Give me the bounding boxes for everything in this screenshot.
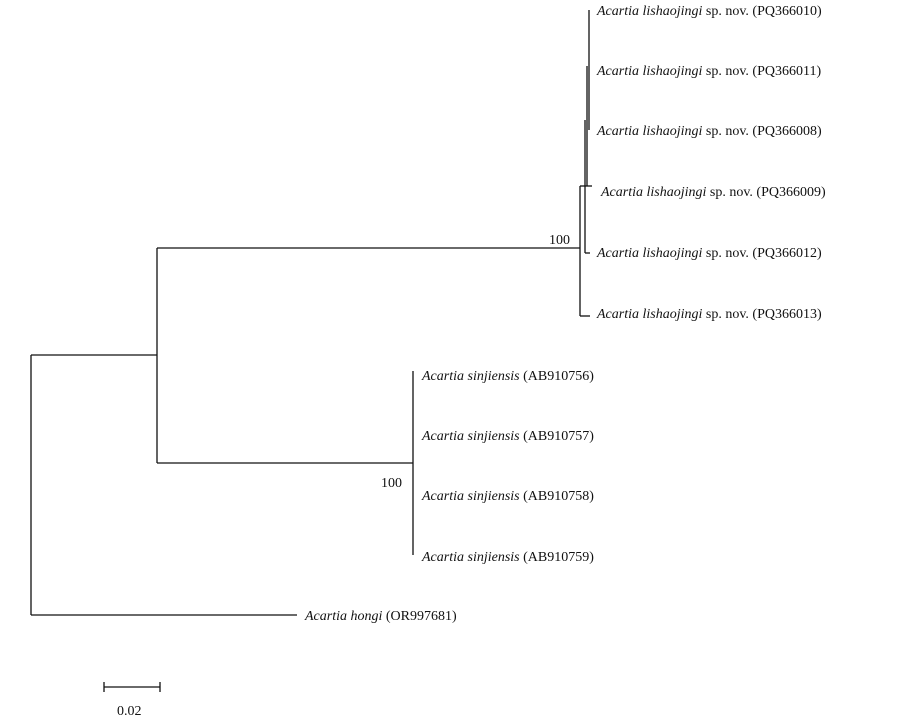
taxon-label: Acartia sinjiensis (AB910759) (422, 550, 594, 565)
scale-bar-label: 0.02 (117, 704, 142, 719)
taxon-label: Acartia lishaojingi sp. nov. (PQ366009) (601, 185, 826, 200)
taxon-label: Acartia lishaojingi sp. nov. (PQ366012) (597, 246, 822, 261)
taxon-label: Acartia lishaojingi sp. nov. (PQ366013) (597, 307, 822, 322)
taxon-label: Acartia sinjiensis (AB910756) (422, 369, 594, 384)
bootstrap-value: 100 (549, 233, 570, 248)
taxon-label: Acartia hongi (OR997681) (305, 609, 457, 624)
taxon-label: Acartia lishaojingi sp. nov. (PQ366011) (597, 64, 822, 79)
taxon-label: Acartia lishaojingi sp. nov. (PQ366010) (597, 4, 822, 19)
bootstrap-value: 100 (381, 476, 402, 491)
taxon-label: Acartia lishaojingi sp. nov. (PQ366008) (597, 124, 822, 139)
taxon-label: Acartia sinjiensis (AB910758) (422, 489, 594, 504)
taxon-label: Acartia sinjiensis (AB910757) (422, 429, 594, 444)
